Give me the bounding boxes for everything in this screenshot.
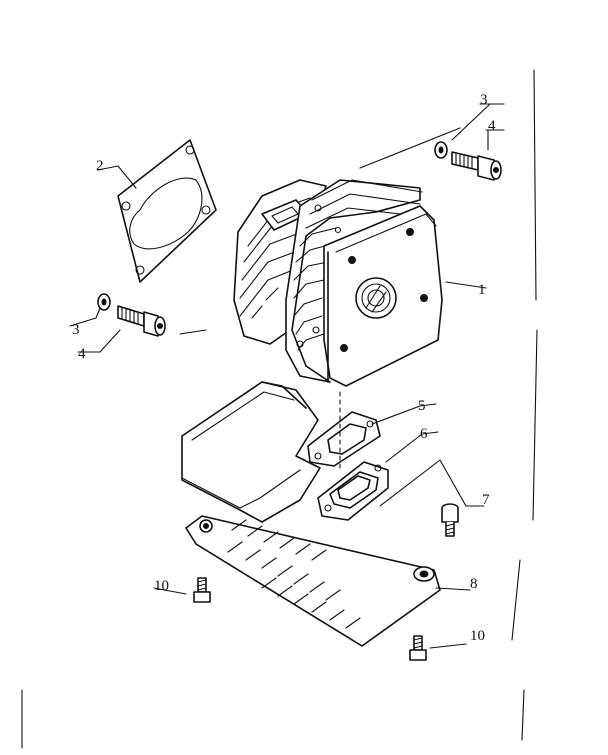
part-5-gasket <box>307 411 381 467</box>
part-6-flange <box>317 461 389 521</box>
part-2-gasket <box>117 139 217 283</box>
callout-1: 1 <box>478 282 486 298</box>
scan-edge-marks <box>21 69 538 749</box>
callout-3-upper: 3 <box>480 92 488 108</box>
callout-6: 6 <box>420 426 428 442</box>
callout-4-lower: 4 <box>78 346 86 362</box>
part-4-bolt-lower <box>117 305 166 337</box>
part-1-cylinder <box>233 179 443 387</box>
part-7-screw <box>441 503 459 537</box>
callout-10-right: 10 <box>470 628 485 644</box>
callout-7: 7 <box>482 492 490 508</box>
part-10-screw-right <box>409 635 427 661</box>
callout-2: 2 <box>96 158 104 174</box>
part-3-washer-lower <box>97 293 111 311</box>
part-8-muffler <box>181 381 441 647</box>
part-3-washer-upper <box>434 141 448 159</box>
part-4-bolt-upper <box>451 151 502 181</box>
callout-4-upper: 4 <box>488 118 496 134</box>
part-10-screw-left <box>193 577 211 603</box>
leader-lines <box>69 103 505 649</box>
callout-3-lower: 3 <box>72 322 80 338</box>
callout-labels: 1 2 3 3 4 4 5 6 7 8 10 10 <box>72 92 496 644</box>
callout-5: 5 <box>418 398 426 414</box>
callout-10-left: 10 <box>154 578 169 594</box>
callout-8: 8 <box>470 576 478 592</box>
